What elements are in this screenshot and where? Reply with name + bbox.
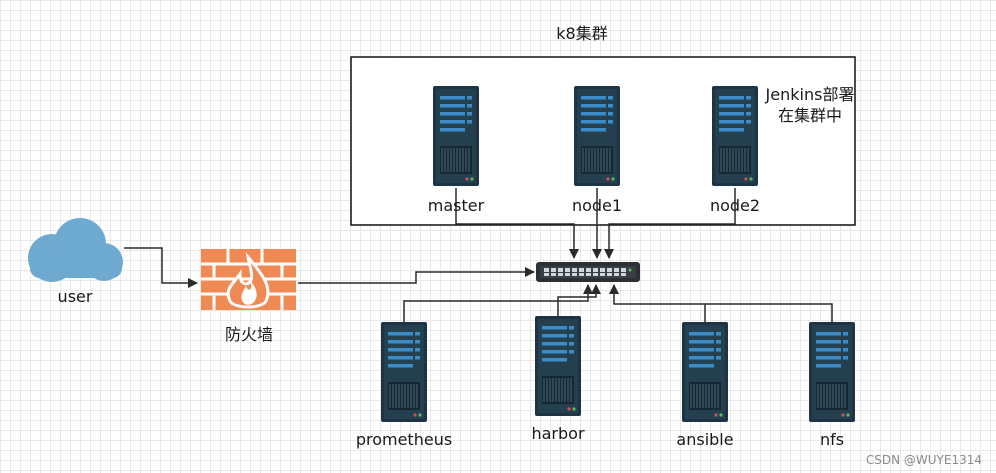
server-icon-ansible [681,321,729,423]
cloud-icon [28,218,123,282]
server-icon-node2 [711,85,759,187]
label-master: master [427,196,485,215]
label-prometheus: prometheus [355,430,453,449]
connection-lines [124,188,833,322]
switch-icon [536,262,640,282]
label-harbor: harbor [531,424,585,443]
jenkins-note-line1: Jenkins部署 [765,85,855,104]
label-node2: node2 [709,196,761,215]
label-node1: node1 [571,196,623,215]
cluster-title: k8集群 [556,24,608,43]
label-firewall: 防火墙 [224,325,274,344]
label-nfs: nfs [819,430,845,449]
jenkins-note-line2: 在集群中 [777,106,842,125]
server-icon-node1 [573,85,621,187]
firewall-icon [201,249,296,310]
server-icon-prometheus [380,321,428,423]
server-icon-nfs [808,321,856,423]
server-icon-harbor [534,315,582,417]
label-ansible: ansible [676,430,734,449]
watermark: CSDN @WUYE1314 [865,453,982,467]
label-user: user [57,287,93,306]
jenkins-note: Jenkins部署 在集群中 [764,84,856,126]
server-icon-master [432,85,480,187]
